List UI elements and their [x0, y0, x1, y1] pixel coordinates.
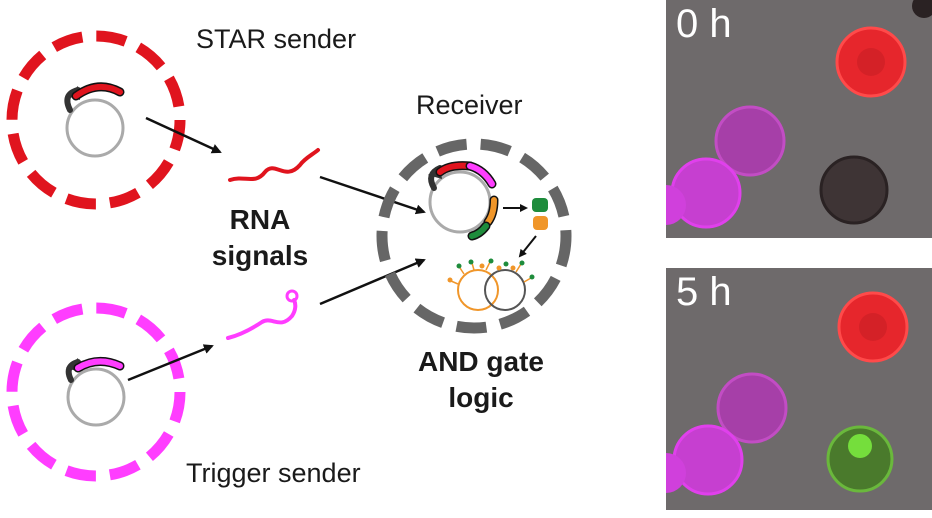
receiver-plasmid: [428, 170, 492, 234]
and-gate-line2: logic: [448, 382, 514, 413]
receiver-gene-green: [469, 223, 489, 239]
star-sender-plasmid: [65, 98, 125, 158]
star-rna-squiggle: [228, 148, 320, 182]
star-sender-label: STAR sender: [196, 24, 357, 54]
trigger-rna-hairpin: [226, 289, 299, 340]
panel-5h-time: 5 h: [676, 270, 732, 314]
fluorescent-vesicles: [447, 258, 535, 311]
trigger-sender-membrane: [6, 302, 186, 482]
receiver-cell: [376, 138, 572, 334]
arrow-protein-to-vesicle: [518, 235, 537, 258]
panel-5h-cells: [666, 291, 909, 496]
star-sender-membrane: [6, 30, 186, 210]
arrow-trigger-rna-to-receiver: [319, 258, 426, 306]
receiver-label: Receiver: [416, 90, 523, 120]
receiver-gene-magenta: [467, 163, 495, 187]
rna-signals-line2: signals: [211, 240, 309, 271]
receiver-membrane: [376, 138, 572, 334]
trigger-sender-label: Trigger sender: [186, 458, 361, 488]
rna-signals-line1: RNA: [229, 204, 291, 235]
microscopy-panel-5h: 5 h: [666, 268, 932, 510]
arrow-trigger-to-rna: [127, 344, 214, 382]
arrow-star-to-rna: [145, 116, 222, 154]
protein-orange-subunit: [533, 216, 548, 230]
trigger-sender-plasmid: [66, 367, 126, 427]
microscopy-panel-0h: 0 h: [666, 0, 932, 238]
receiver-gene-orange: [485, 197, 497, 225]
protein-green-subunit: [532, 198, 548, 212]
panel-0h-time: 0 h: [676, 2, 732, 46]
and-gate-line1: AND gate: [417, 346, 544, 377]
trigger-sender-cell: [6, 302, 186, 482]
rna-signals-label: RNA signals: [205, 202, 315, 274]
arrow-star-rna-to-receiver: [319, 175, 426, 215]
star-sender-cell: [6, 30, 186, 210]
and-gate-label: AND gate logic: [396, 344, 566, 416]
panel-0h-cells: [666, 0, 932, 229]
